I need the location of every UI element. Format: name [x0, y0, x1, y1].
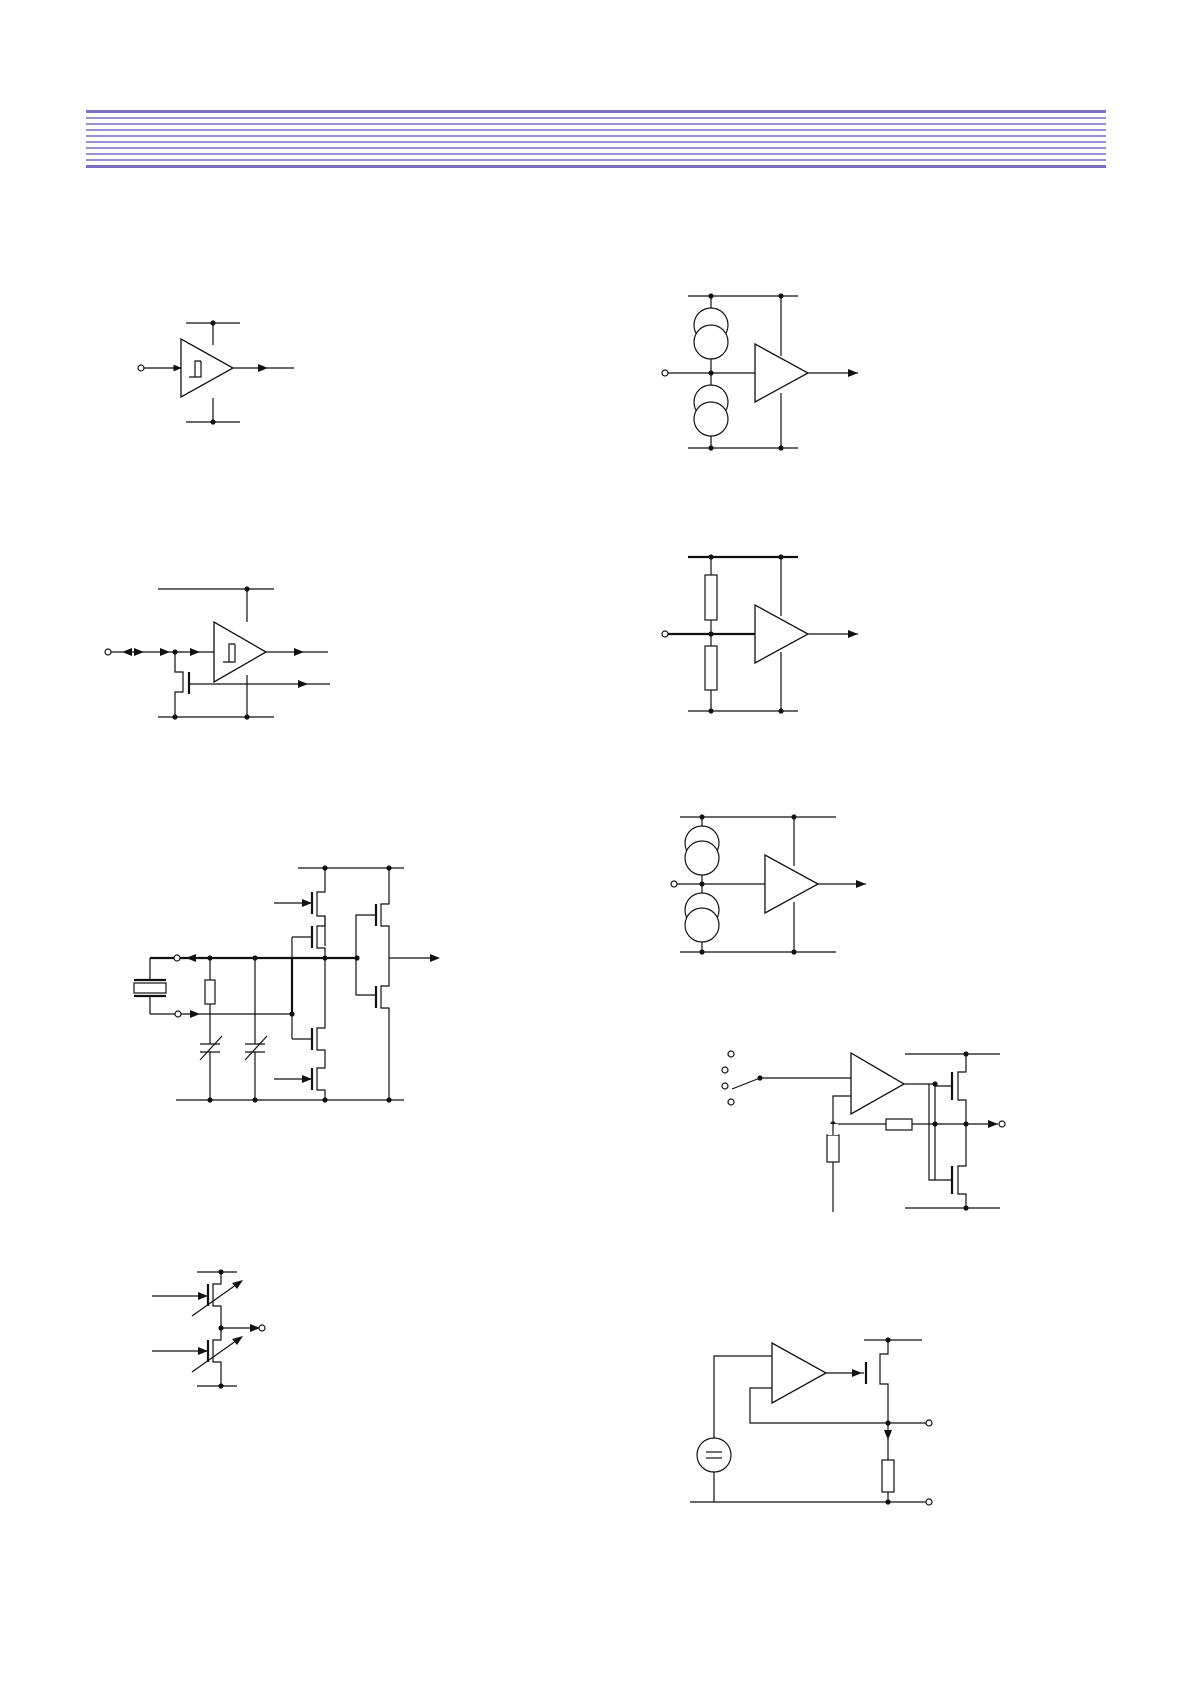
- schematic-schmitt-input-with-pulldown: [105, 586, 330, 719]
- resistor-icon: [882, 1460, 894, 1492]
- schematic-programmable-output-driver: [152, 1269, 265, 1388]
- buffer-triangle: [181, 339, 233, 397]
- schematic-voltage-regulator: [690, 1337, 932, 1505]
- current-source-icon: [694, 308, 728, 359]
- resistor-icon: [886, 1119, 912, 1130]
- resistor-icon: [705, 575, 717, 620]
- current-source-icon: [685, 826, 719, 875]
- crystal-icon: [134, 983, 166, 993]
- schematic-crystal-oscillator: [134, 865, 440, 1102]
- voltage-source-icon: [697, 1438, 731, 1472]
- current-source-icon: [685, 893, 719, 942]
- resistor-icon: [205, 980, 215, 1004]
- schematic-current-source-biased-input-2: [671, 814, 866, 954]
- schematic-current-source-biased-input: [662, 293, 858, 450]
- schematic-resistor-divider-input: [662, 554, 858, 713]
- resistor-icon: [827, 1135, 839, 1162]
- input-terminal: [138, 365, 144, 371]
- current-source-icon: [694, 385, 728, 436]
- schematic-selectable-voltage-output-stage: [722, 1051, 1005, 1212]
- schematic-schmitt-input-buffer: [138, 320, 294, 424]
- op-amp-icon: [851, 1053, 904, 1114]
- resistor-icon: [705, 646, 717, 690]
